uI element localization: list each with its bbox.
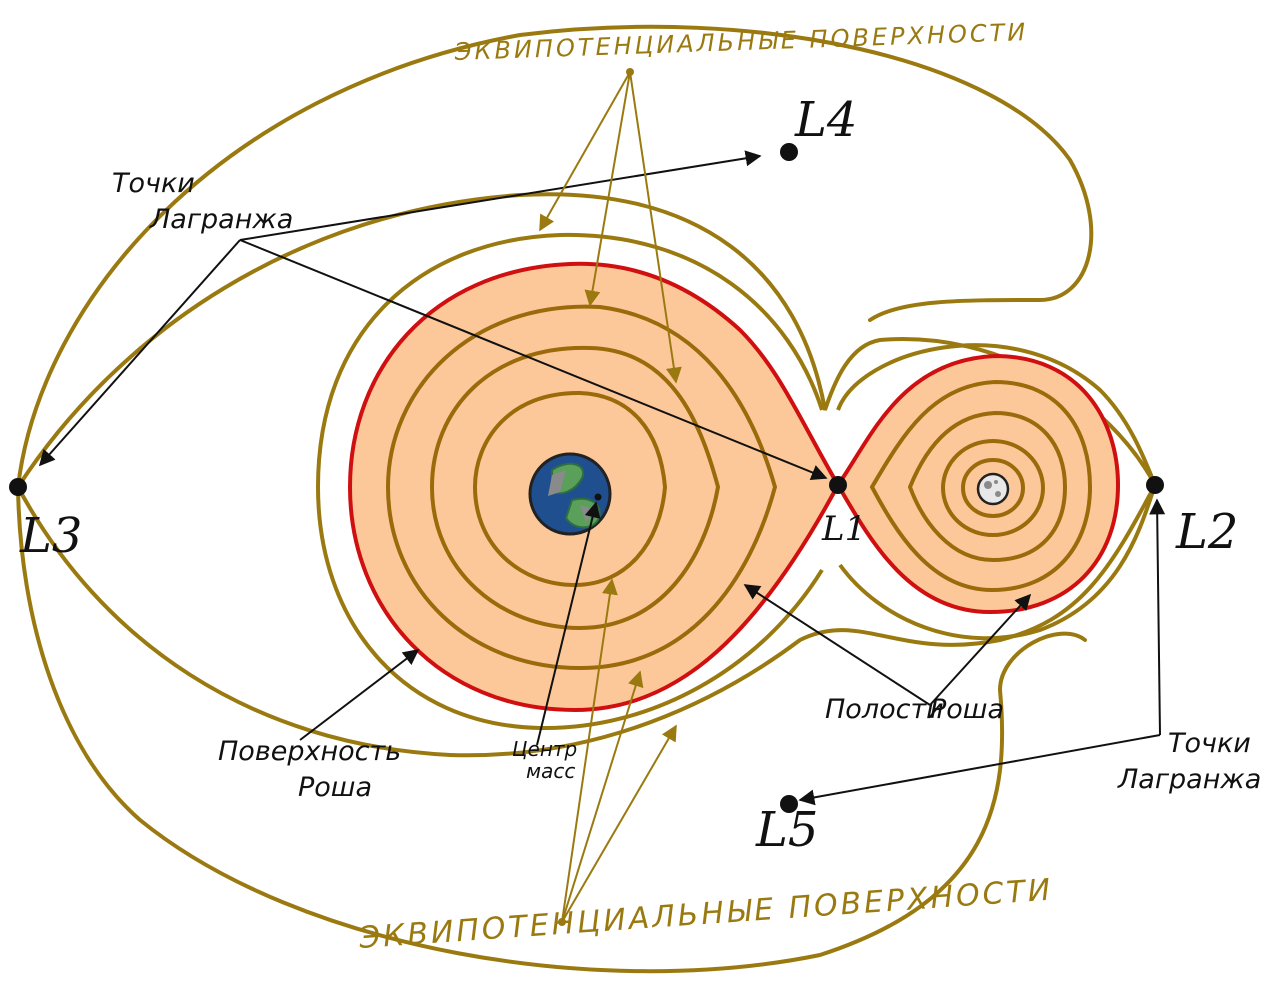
lagrange-points [9,143,1164,813]
equipotential-label-top: ЭКВИПОТЕНЦИАЛЬНЫЕ ПОВЕРХНОСТИ [453,18,1028,66]
lagrange-label-bottom-line1: Точки [1168,728,1251,759]
l3-point [9,478,27,496]
lagrange-arrows-bottom [798,498,1166,806]
roche-lobes-arrows [743,584,1032,706]
l5-point [780,795,798,813]
lagrange-label-top-line1: Точки [112,168,195,199]
l5-label: L5 [755,802,818,858]
l1-point [829,476,847,494]
l2-point [1146,476,1164,494]
earth [528,452,612,536]
center-of-mass-arrow [536,501,601,746]
center-of-mass-label-line2: масс [526,759,575,783]
roche-lobes-label-line1: Полости [825,694,944,725]
l4-label: L4 [794,92,857,148]
moon [976,472,1010,506]
l2-label: L2 [1175,504,1238,560]
center-of-mass-label-line1: Центр [512,737,577,761]
equipotential-arrows-top [539,68,682,384]
secondary-inner-contours [869,379,1093,593]
l3-label: L3 [19,508,82,564]
equipotential-label-bottom: ЭКВИПОТЕНЦИАЛЬНЫЕ ПОВЕРХНОСТИ [357,873,1054,957]
lagrange-arrows-top [38,150,828,480]
roche-lobes-label-line2: Роша [930,694,1004,725]
equipotential-arrows-bottom [558,578,677,926]
roche-surface-arrow [299,649,420,741]
roche-surface-label-line1: Поверхность [218,736,401,767]
outer-equipotential-surface [16,24,1094,974]
lagrange-label-bottom-line2: Лагранжа [1117,764,1261,795]
roche-surface-label-line2: Роша [298,772,372,803]
center-of-mass-dot [594,493,602,501]
l4-point [780,143,798,161]
l1-label: L1 [821,509,866,549]
lagrange-label-top-line2: Лагранжа [149,204,293,235]
